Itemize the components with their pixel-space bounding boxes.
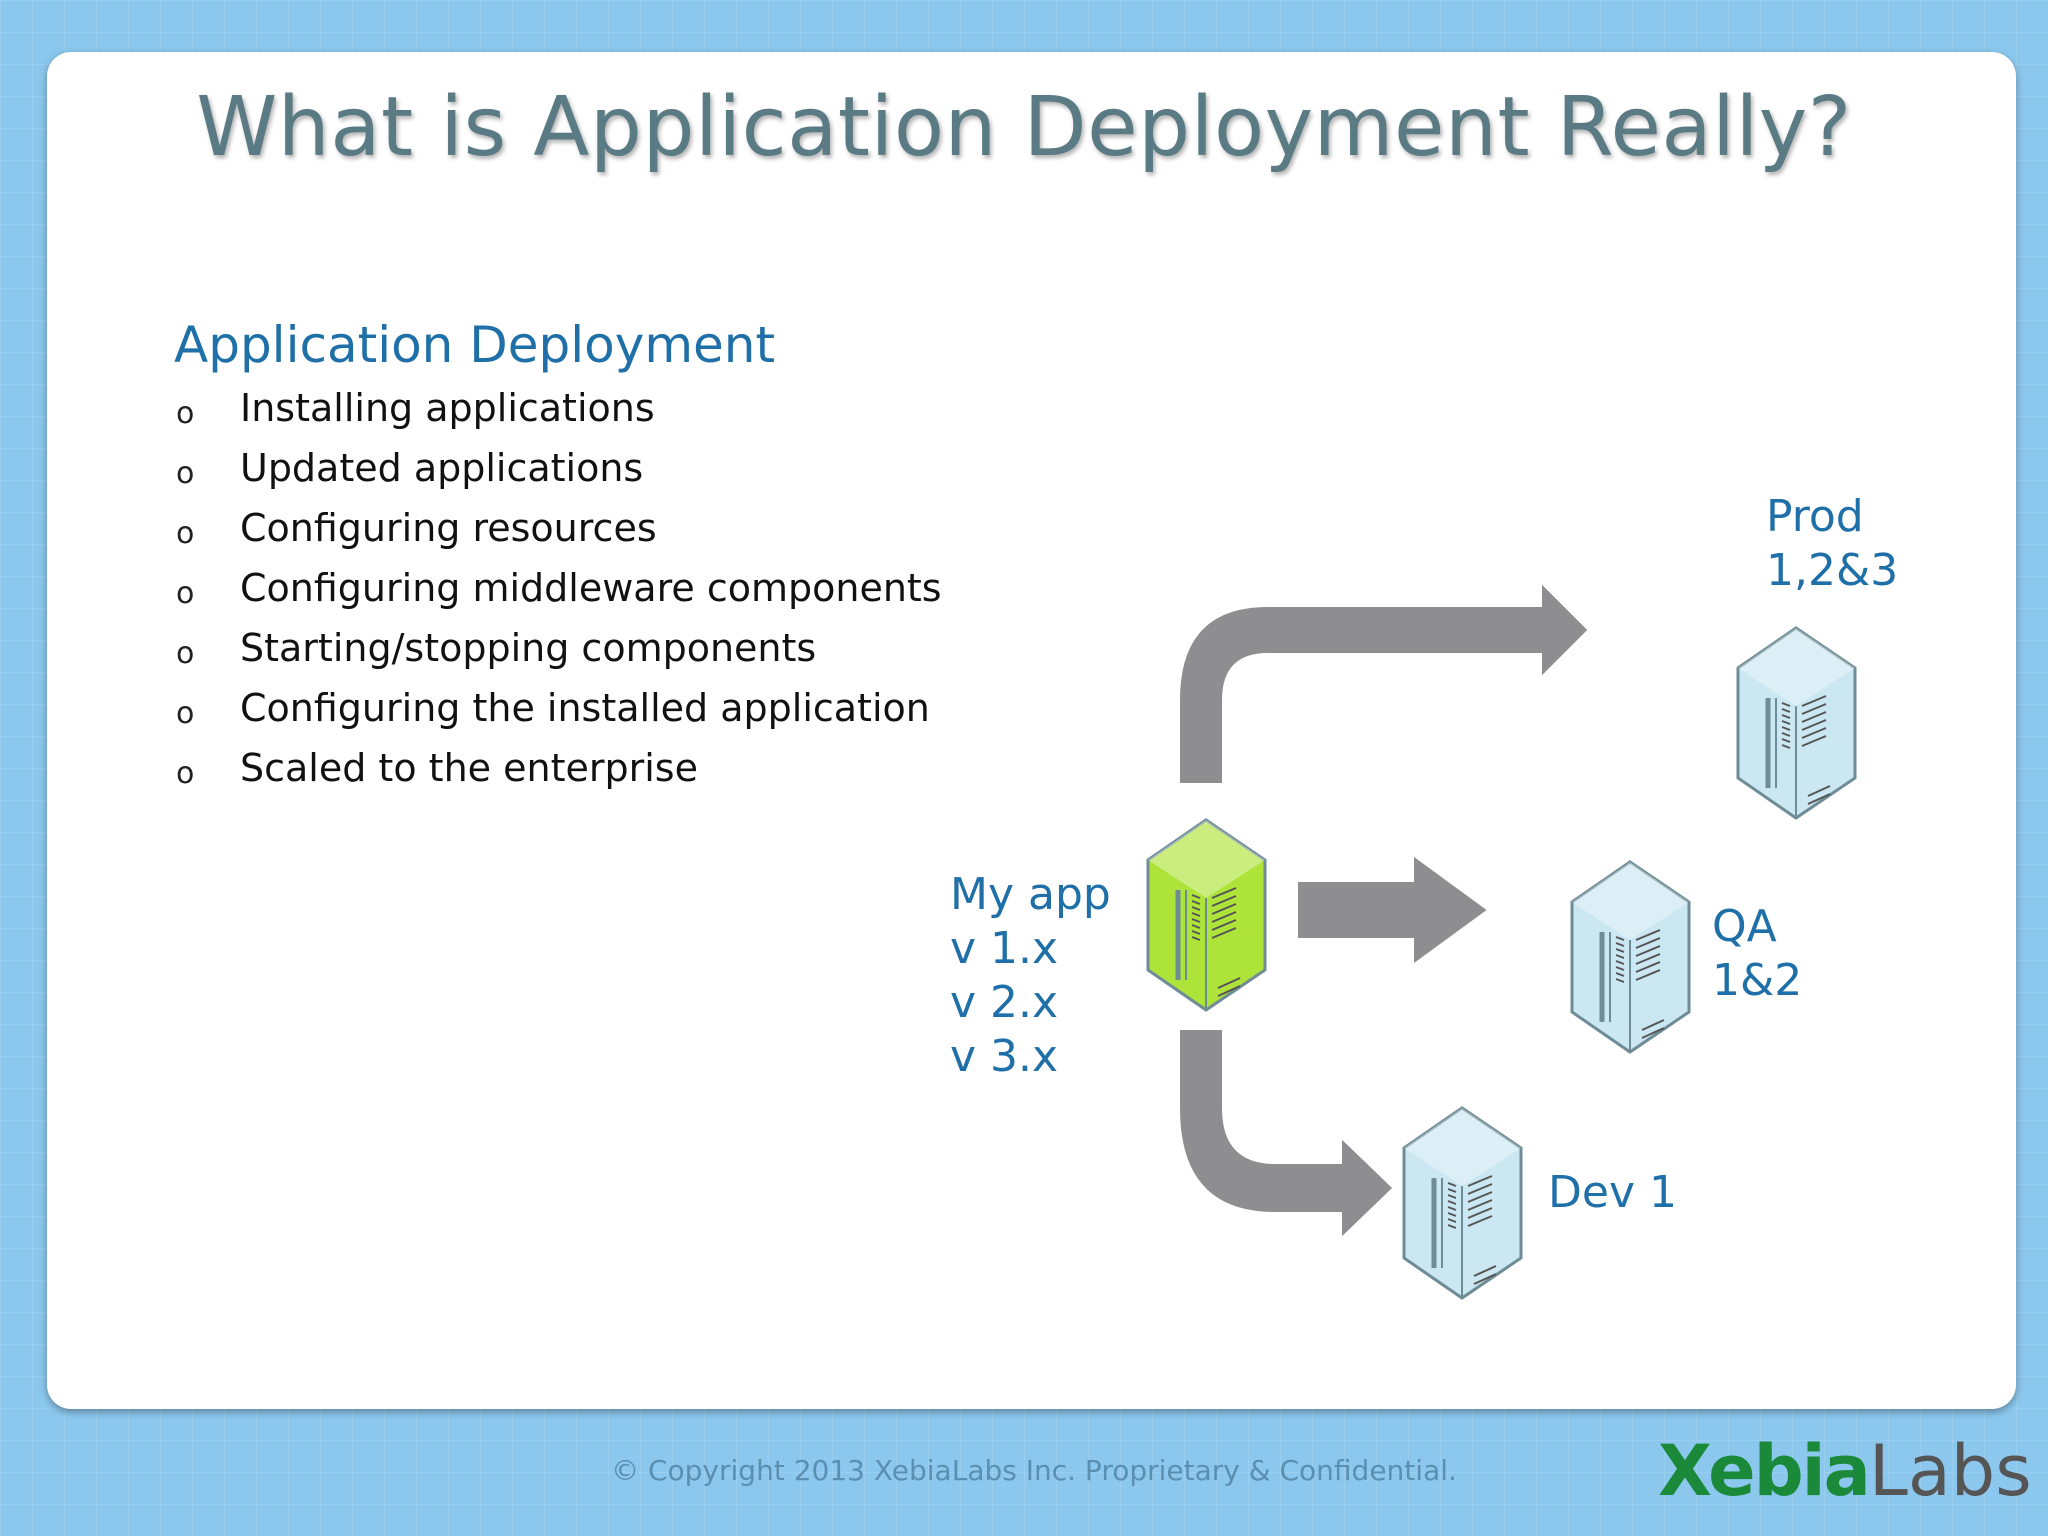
qa-label: QA 1&2	[1712, 901, 1803, 1006]
arrow-right-icon	[1176, 1026, 1398, 1246]
server-icon	[1404, 1108, 1521, 1298]
xebialabs-logo: XebiaLabs	[1658, 1430, 2032, 1512]
bullet-marker: o	[176, 396, 195, 431]
bullet-marker: o	[176, 696, 195, 731]
copyright-footer: © Copyright 2013 XebiaLabs Inc. Propriet…	[611, 1454, 1457, 1487]
bullet-marker: o	[176, 636, 195, 671]
dev-label: Dev 1	[1548, 1167, 1677, 1218]
bullet-marker: o	[176, 456, 195, 491]
prod-label: Prod 1,2&3	[1766, 491, 1899, 596]
bullet-marker: o	[176, 516, 195, 551]
arrow-right-icon	[1294, 849, 1494, 971]
server-icon	[1738, 628, 1855, 818]
server-icon	[1572, 862, 1689, 1052]
server-icon	[1148, 820, 1265, 1010]
bullet-marker: o	[176, 756, 195, 791]
slide-title: What is Application Deployment Really?	[196, 80, 1852, 175]
arrow-right-icon	[1176, 575, 1593, 787]
slide-card	[47, 52, 2016, 1409]
source-label: My app v 1.x v 2.x v 3.x	[950, 869, 1111, 1082]
bullet-marker: o	[176, 576, 195, 611]
section-heading: Application Deployment	[174, 316, 776, 374]
